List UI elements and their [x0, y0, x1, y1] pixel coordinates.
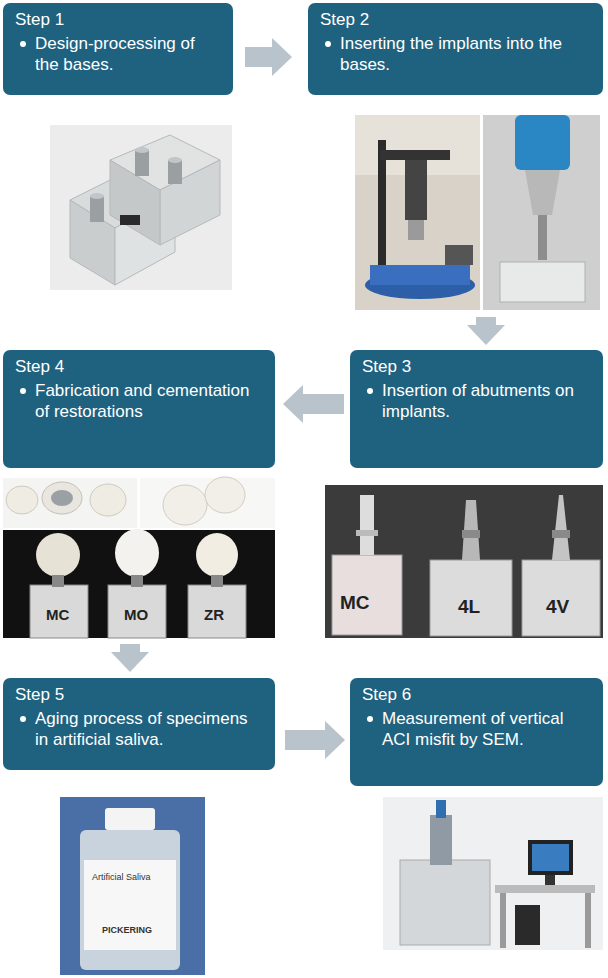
step-bullet-line: Fabrication and cementation of restorati…	[15, 380, 265, 422]
block-arrow	[111, 644, 149, 672]
step-heading: Step 2	[320, 10, 369, 29]
step-heading-line: Step 2	[320, 9, 593, 30]
step-description: Inserting the implants into the bases.	[340, 34, 562, 74]
step-bullet-line: Insertion of abutments on implants.	[362, 380, 593, 422]
step-heading: Step 5	[15, 685, 64, 704]
photo-label: ZR	[204, 606, 224, 623]
photo-label: 4V	[546, 596, 569, 618]
bullet-dot	[20, 716, 26, 722]
step-box: Step 2 Inserting the implants into the ba…	[308, 3, 603, 95]
step-heading-line: Step 3	[362, 356, 593, 377]
block-arrow	[283, 385, 344, 423]
photo-label: PICKERING	[102, 925, 152, 935]
block-arrow	[285, 721, 345, 759]
photo-label: 4L	[458, 596, 480, 618]
step-heading: Step 3	[362, 357, 411, 376]
photo-label: Artificial Saliva	[92, 872, 151, 882]
step-bullet-line: Aging process of specimens in artificial…	[15, 708, 265, 750]
step-heading-line: Step 5	[15, 684, 265, 705]
step-box: Step 3 Insertion of abutments on implants…	[350, 350, 603, 468]
step-heading-line: Step 4	[15, 356, 265, 377]
bullet-dot	[367, 716, 373, 722]
step-box: Step 4 Fabrication and cementation of res…	[3, 350, 275, 468]
photo-label: MC	[46, 606, 69, 623]
bullet-dot	[20, 388, 26, 394]
photo-label: MC	[340, 592, 370, 614]
step-heading: Step 6	[362, 685, 411, 704]
step-description: Design-processing of the bases.	[35, 34, 195, 74]
step-bullet-line: Measurement of vertical ACI misfit by SE…	[362, 708, 593, 750]
step-heading-line: Step 6	[362, 684, 593, 705]
step-box: Step 6 Measurement of vertical ACI misfit…	[350, 678, 603, 786]
step-bullet-line: Inserting the implants into the bases.	[320, 33, 593, 75]
step-heading-line: Step 1	[15, 9, 223, 30]
step-bullet-line: Design-processing of the bases.	[15, 33, 223, 75]
step-description: Fabrication and cementation of restorati…	[35, 381, 250, 421]
step-box: Step 1 Design-processing of the bases.	[3, 3, 233, 95]
block-arrow	[245, 38, 292, 76]
step-box: Step 5 Aging process of specimens in arti…	[3, 678, 275, 770]
step-description: Aging process of specimens in artificial…	[35, 709, 248, 749]
step-heading: Step 4	[15, 357, 64, 376]
step-description: Measurement of vertical ACI misfit by SE…	[382, 709, 563, 749]
bullet-dot	[367, 388, 373, 394]
bullet-dot	[325, 41, 331, 47]
step-heading: Step 1	[15, 10, 64, 29]
photo-label: MO	[124, 606, 148, 623]
bullet-dot	[20, 41, 26, 47]
step-description: Insertion of abutments on implants.	[382, 381, 574, 421]
block-arrow	[467, 317, 505, 345]
